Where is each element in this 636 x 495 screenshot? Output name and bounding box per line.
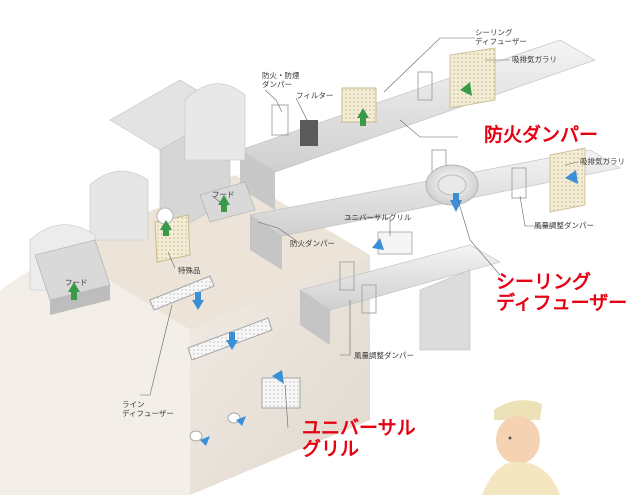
universal-grille-wall [261,377,301,409]
label-line: ディフューザー [475,37,527,47]
label-special-item: 特殊品 [178,266,201,275]
hood-left-box [34,239,111,315]
highlight-universal-grille: ユニバーサル グリル [302,417,416,461]
filter-panel [300,120,318,146]
worker-figure [482,400,560,495]
label-line-diffuser: ライン ディフューザー [122,400,174,419]
label-air-volume-damper-right: 風量調整ダンパー [534,221,594,230]
highlight-line: グリル [302,438,360,461]
exhaust-gallery-1 [449,47,496,109]
label-line: ライン [122,400,145,409]
label-hood-upper: フード [212,190,235,199]
building-side [0,250,190,495]
duct-network [29,39,621,351]
universal-grille-small [377,231,413,255]
label-exhaust-gallery-1: 吸排気ガラリ [512,55,557,64]
exhaust-gallery-2 [549,147,586,213]
leader-lines [140,37,579,429]
label-fire-damper-small: 防火ダンパー [290,239,335,248]
airflow-intake-arrows [68,82,472,300]
label-air-volume-damper-bottom: 風量調整ダンパー [354,351,414,360]
label-hood-left: フード [65,278,88,287]
line-diffuser-1 [149,275,215,311]
highlight-line: ディフューザー [496,292,628,315]
label-universal-grille-small: ユニバーサルグリル [344,213,412,222]
label-line: ダンパー [262,80,292,90]
label-line: シーリング [475,28,513,37]
label-ceiling-diffuser-top: シーリング ディフューザー [475,28,527,47]
highlight-ceiling-diffuser: シーリング ディフューザー [496,271,628,315]
label-filter: フィルター [296,91,334,100]
label-line: ディフューザー [122,409,174,419]
highlight-line: ユニバーサル [302,417,416,439]
airflow-supply-arrows [192,170,578,446]
label-line: 防火・防煙 [262,71,300,80]
label-exhaust-gallery-2: 吸排気ガラリ [580,157,625,166]
label-fire-smoke-damper: 防火・防煙 ダンパー [262,71,300,90]
highlight-line: シーリング [496,271,592,293]
highlight-fire-damper: 防火ダンパー [484,124,599,146]
